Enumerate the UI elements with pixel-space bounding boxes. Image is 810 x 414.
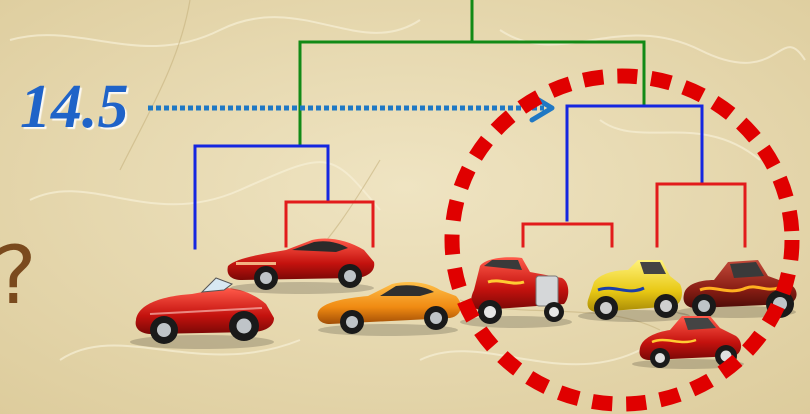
question-mark: ? xyxy=(0,236,36,316)
threshold-value-label: 14.5 xyxy=(20,76,129,138)
